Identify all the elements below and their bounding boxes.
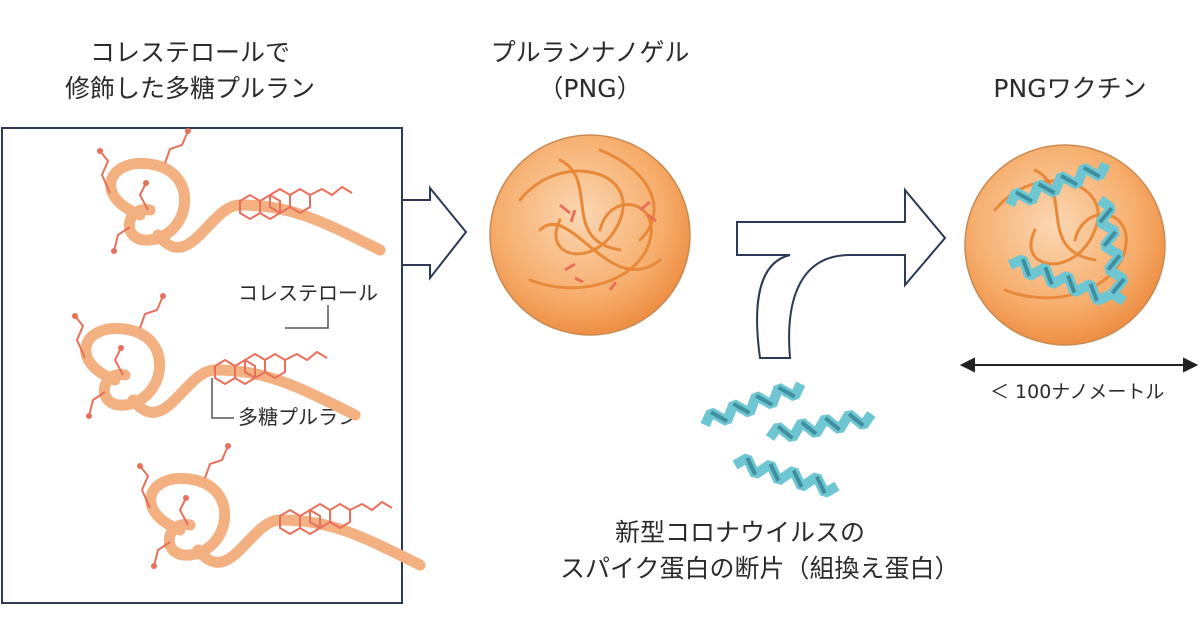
molecule-middle (72, 293, 355, 419)
cholesterol-leader (285, 305, 329, 329)
right-title: PNGワクチン (993, 74, 1147, 103)
left-title-line2: 修飾した多糖プルラン (64, 74, 315, 103)
protein-caption-line1: 新型コロナウイルスの (614, 518, 865, 547)
size-arrow (959, 357, 1199, 373)
left-frame (1, 127, 403, 604)
protein-fragments (702, 380, 874, 496)
molecule-bottom (137, 443, 420, 569)
pullulan-leader (211, 378, 234, 419)
arrow-to-nanogel (401, 185, 468, 281)
vaccine-sphere (964, 144, 1166, 346)
size-label: ＜ 100ナノメートル (990, 381, 1165, 403)
left-title-line1: コレステロールで (89, 38, 290, 67)
middle-title-line1: プルランナノゲル (490, 38, 690, 67)
cholesterol-callout: コレステロール (238, 281, 378, 305)
nanogel-sphere (489, 134, 691, 336)
middle-title-line2: （PNG） (538, 74, 642, 103)
arrow-to-vaccine (736, 187, 947, 359)
protein-caption-line2: スパイク蛋白の断片（組換え蛋白） (560, 554, 960, 583)
molecule-top (97, 128, 380, 254)
